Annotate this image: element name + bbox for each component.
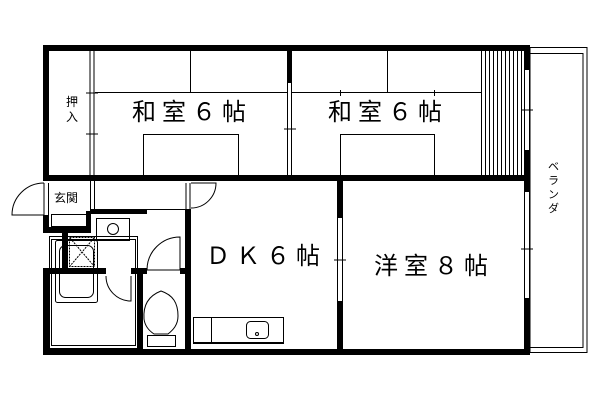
wash-basin xyxy=(96,218,130,241)
walls xyxy=(43,45,530,355)
kitchen-counter xyxy=(193,317,284,344)
washroom-door-arc xyxy=(146,236,181,271)
veranda-label-4: ダ xyxy=(548,201,559,215)
bath-door-arc xyxy=(105,275,132,302)
oshiire-label-1: 押 xyxy=(66,95,78,109)
dk-door-arc xyxy=(190,182,217,209)
room-label-washitsu-left: 和室６帖 xyxy=(132,98,252,126)
room-label-washitsu-right: 和室６帖 xyxy=(328,98,448,126)
oshiire-label-2: 入 xyxy=(66,110,78,124)
washing-machine-space xyxy=(69,237,95,267)
room-label-youshitsu: 洋室８帖 xyxy=(374,252,494,280)
entry-door-arc xyxy=(11,182,45,216)
kitchen-sink xyxy=(246,321,269,339)
toilet-tank xyxy=(147,335,176,347)
veranda-label-2: ラ xyxy=(548,174,559,187)
genkan-label: 玄関 xyxy=(54,190,78,205)
veranda-label-3: ン xyxy=(548,188,559,201)
shoe-box xyxy=(51,214,87,227)
toilet-bowl xyxy=(143,290,179,335)
veranda-label-1: ベ xyxy=(548,160,559,173)
room-label-dk: ＤＫ６帖 xyxy=(206,242,326,270)
closet-lines xyxy=(481,51,522,175)
